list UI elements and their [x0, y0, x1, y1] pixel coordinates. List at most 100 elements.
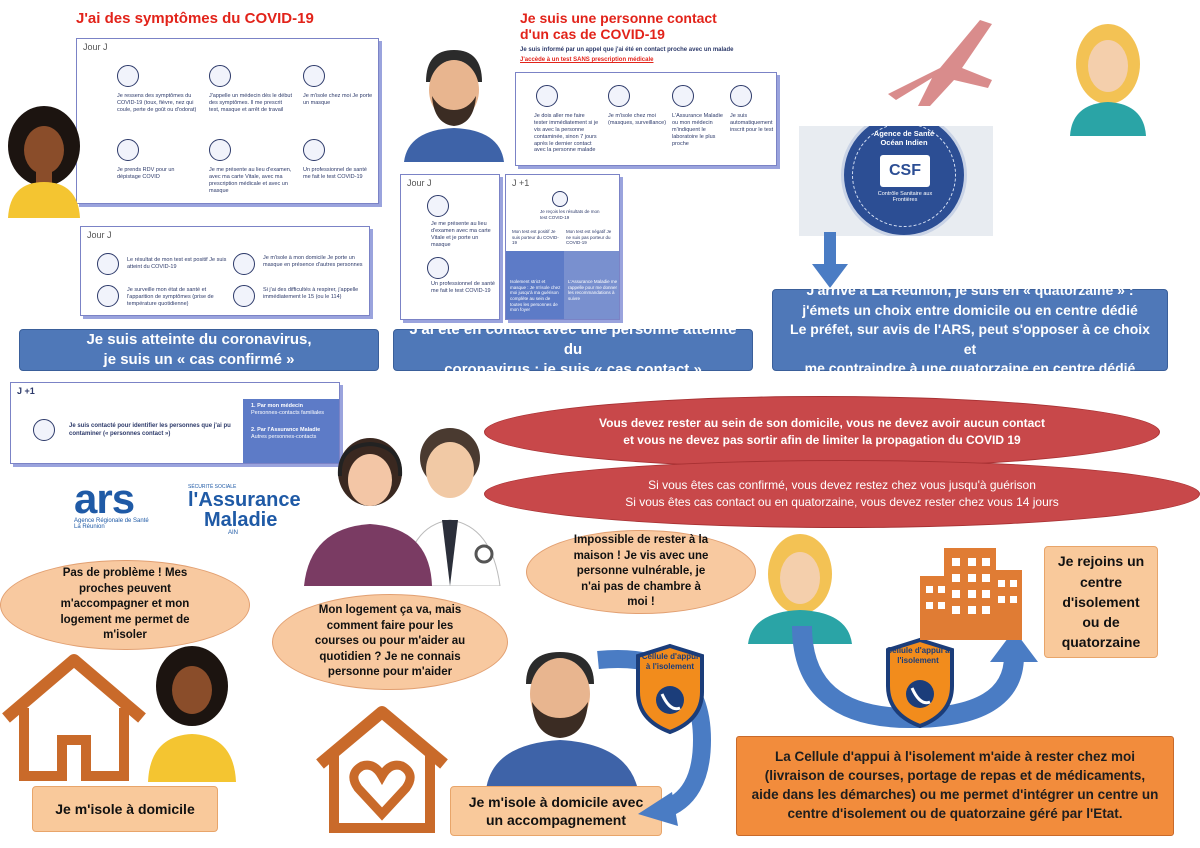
caption-line: Je suis atteinte du coronavirus, [86, 330, 312, 348]
ars-logo: ars Agence Régionale de Santé La Réunion [74, 475, 174, 536]
centre-outcome: Je rejoins un centre d'isolement ou de q… [1044, 546, 1158, 658]
document-icon [97, 253, 119, 275]
step-text: Je ressens des symptômes du COVID-19 (to… [117, 93, 197, 113]
caption-line: me contraindre à une quatorzaine en cent… [804, 360, 1136, 377]
step-text: Je suis automatiquement inscrit pour le … [730, 113, 774, 133]
step-text: L'Assurance Maladie me rappelle pour me … [568, 279, 618, 301]
cellule-badge-label: Cellule d'appui à l'isolement [886, 646, 950, 665]
am-top-text: SÉCURITÉ SOCIALE [188, 484, 237, 490]
caption-line: coronavirus : je suis « cas contact » [444, 361, 702, 379]
airplane-icon [888, 20, 992, 106]
house-heart-icon [316, 706, 448, 833]
tracing-text: Je suis contacté pour identifier les per… [69, 423, 231, 437]
result-icon [552, 191, 568, 207]
tracing-channels: 1. Par mon médecin Personnes-contacts fa… [243, 399, 339, 463]
woman-traveller-avatar [1070, 24, 1146, 136]
am-line2: Maladie [204, 509, 278, 531]
step-text: Je me présente au lieu d'examen, avec ma… [209, 167, 292, 194]
caption-line: J'ai été en contact avec une personne at… [409, 320, 737, 358]
step-text: Je m'isole chez moi Je porte un masque [303, 93, 373, 106]
speech-bubble-support-needed: Mon logement ça va, mais comment faire p… [272, 594, 508, 690]
phone-icon [209, 65, 231, 87]
card-header: Jour J [87, 230, 112, 240]
man-avatar [486, 652, 638, 790]
home-isolation-outcome: Je m'isole à domicile [32, 786, 218, 832]
step-text: Je prends RDV pour un dépistage COVID [117, 167, 175, 180]
face-profile-icon [730, 85, 752, 107]
cellule-shield-icon [636, 643, 704, 735]
cellule-description: La Cellule d'appui à l'isolement m'aide … [736, 736, 1174, 836]
message-line: Si vous êtes cas confirmé, vous devez re… [648, 477, 1036, 492]
home-isolation-support-outcome: Je m'isole à domicile avec un accompagne… [450, 786, 662, 836]
house-icon [303, 65, 325, 87]
confirmed-case-caption: Je suis atteinte du coronavirus, je suis… [19, 329, 379, 371]
contact-card-day-j1: J +1 Je reçois les résultats de mon test… [505, 174, 620, 320]
message-line: Si vous êtes cas contact ou en quatorzai… [625, 495, 1059, 509]
step-text: Je me présente au lieu d'examen avec ma … [431, 221, 491, 248]
house-icon [608, 85, 630, 107]
symptoms-card-day-j: Jour J Je ressens des symptômes du COVID… [76, 38, 379, 204]
thermometer-person-icon [97, 285, 119, 307]
swab-icon [303, 139, 325, 161]
message-line: Vous devez rester au sein de son domicil… [599, 415, 1045, 430]
building-icon [920, 548, 1022, 640]
card-header: J +1 [17, 386, 35, 396]
csf-badge: Agence de Santé Océan Indien CSF Contrôl… [841, 126, 967, 236]
step-text: Un professionnel de santé me fait le tes… [303, 167, 367, 180]
calendar-icon [117, 139, 139, 161]
woman-avatar [8, 106, 80, 218]
cellule-shield-icon [886, 637, 954, 729]
swab-icon [427, 257, 449, 279]
man-avatar [404, 50, 504, 162]
contact-title: Je suis une personne contact d'un cas de… [520, 10, 717, 42]
house-icon [233, 253, 255, 275]
channel-sub: Personnes-contacts familiales [251, 410, 325, 417]
ars-logo-mark: ars [74, 475, 135, 522]
ars-logo-text: Agence Régionale de Santé [74, 518, 149, 524]
stay-home-message: Vous devez rester au sein de son domicil… [484, 396, 1160, 468]
contact-card-day-j: Jour J Je me présente au lieu d'examen a… [400, 174, 500, 320]
card-header: J +1 [512, 178, 530, 188]
step-text: L'Assurance Maladie ou mon médecin m'ind… [672, 113, 723, 147]
channel-sub: Autres personnes-contacts [251, 434, 317, 441]
badge-center-text: CSF [880, 155, 930, 187]
caption-line: Le préfet, sur avis de l'ARS, peut s'opp… [790, 321, 1150, 357]
step-text: Je m'isole chez moi (masques, surveillan… [608, 113, 667, 126]
channel-title: 2. Par l'Assurance Maladie [251, 427, 321, 434]
channel-title: 1. Par mon médecin [251, 403, 303, 409]
contact-subtitle: Je suis informé par un appel que j'ai ét… [520, 47, 734, 53]
house-icon [2, 654, 146, 781]
person-icon [117, 65, 139, 87]
arrow-down-icon [812, 232, 848, 288]
assurance-maladie-logo: SÉCURITÉ SOCIALE l'Assurance Maladie AIN [188, 484, 312, 544]
phone-alert-icon [233, 285, 255, 307]
phone-icon [33, 419, 55, 441]
title-line: d'un cas de COVID-19 [520, 26, 665, 43]
am-line1: l'Assurance [188, 489, 301, 511]
ars-logo-text: La Réunion [74, 524, 105, 530]
step-text: Je surveille mon état de santé et l'appa… [127, 287, 214, 307]
positive-result: Mon test est positif Je suis porteur du … [512, 229, 559, 246]
am-sub: AIN [228, 530, 239, 536]
cellule-badge-label: Cellule d'appui à l'isolement [641, 652, 699, 671]
woman-avatar [148, 646, 236, 782]
step-text: Je reçois les résultats de mon test COVI… [540, 209, 600, 220]
id-card-icon [427, 195, 449, 217]
step-text: J'appelle un médecin dès le début des sy… [209, 93, 292, 113]
isolation-duration-message: Si vous êtes cas confirmé, vous devez re… [484, 460, 1200, 528]
contact-case-caption: J'ai été en contact avec une personne at… [393, 321, 753, 378]
step-text: Si j'ai des difficultés à respirer, j'ap… [263, 287, 359, 300]
message-line: et vous ne devez pas sortir afin de limi… [623, 433, 1021, 447]
badge-sub-text: Contrôle Sanitaire aux Frontières [877, 191, 933, 203]
title-line: Je suis une personne contact [520, 10, 717, 26]
contact-tracing-card: J +1 Je suis contacté pour identifier le… [10, 382, 340, 464]
id-card-icon [209, 139, 231, 161]
card-header: Jour J [83, 42, 108, 52]
speech-bubble-vulnerable: Impossible de rester à la maison ! Je vi… [526, 530, 756, 614]
step-text: Le résultat de mon test est positif Je s… [127, 257, 227, 270]
caption-line: J'arrive à La Réunion, je suis en « quat… [806, 282, 1134, 299]
contact-subtitle-test: J'accède à un test SANS prescription méd… [520, 57, 654, 63]
contact-card-intro: Je dois aller me faire tester immédiatem… [515, 72, 777, 166]
negative-result: Mon test est négatif Je ne suis pas port… [566, 229, 612, 246]
card-header: Jour J [407, 178, 432, 188]
